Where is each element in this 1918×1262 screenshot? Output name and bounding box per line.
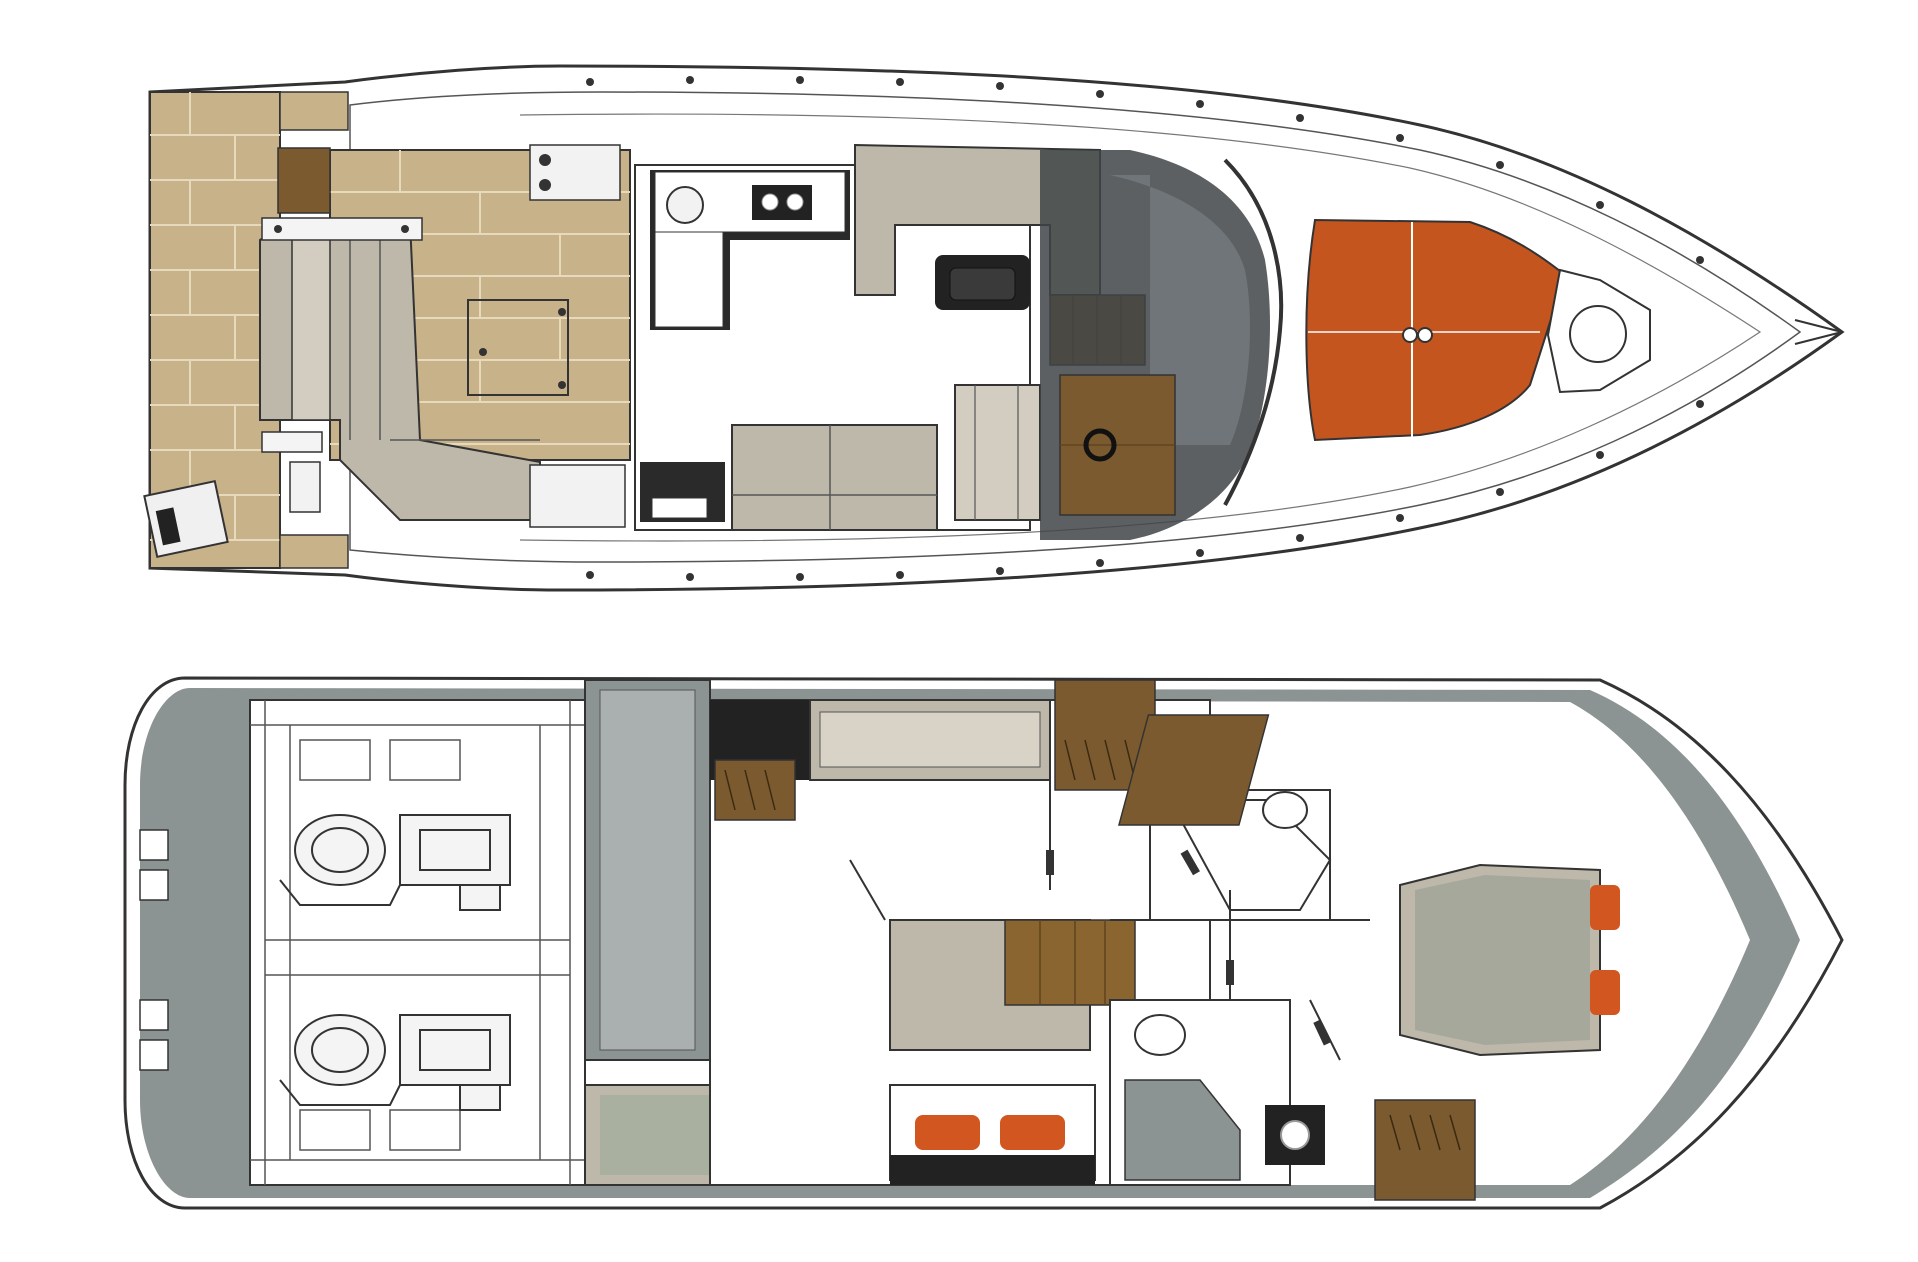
helm-console — [1110, 175, 1250, 445]
engine-port — [279, 814, 511, 911]
berth-cushion-right — [1000, 1115, 1065, 1150]
engine-room-grid — [250, 700, 585, 1185]
lower-wood-panel-2 — [1054, 679, 1156, 791]
bow-sunpad — [1305, 218, 1567, 442]
transom-locker — [277, 147, 331, 214]
galley-sink — [666, 186, 704, 224]
windshield — [1223, 158, 1284, 506]
lower-hull-lining — [140, 688, 1800, 1198]
v-berth-cushion — [1415, 875, 1590, 1045]
transom-step — [279, 91, 349, 131]
v-berth-pillow-top — [1590, 885, 1620, 930]
swim-ladder — [143, 480, 229, 558]
helm-wheel — [1083, 428, 1117, 462]
cockpit-sink — [289, 461, 321, 513]
transom-step-lower — [279, 534, 349, 569]
saloon-sofa — [731, 424, 938, 531]
main-deck-plan — [143, 64, 1845, 592]
v-berth-pillow-bottom — [1590, 970, 1620, 1015]
cockpit-sofa-backrest — [291, 237, 331, 421]
forward-wood-panel-1 — [1117, 714, 1270, 826]
engine-starboard — [279, 1014, 511, 1111]
bow-pulpit — [1794, 319, 1843, 345]
transom-boxes — [139, 829, 169, 1071]
sofa-seams — [349, 240, 540, 441]
door-handles — [1046, 849, 1332, 1046]
sofa-top-bar — [261, 217, 423, 241]
mid-cabin-steps — [1004, 919, 1136, 1006]
mid-berth-base — [890, 1155, 1095, 1185]
aft-head-toilet — [1134, 1014, 1186, 1056]
lower-wood-panel-1 — [714, 759, 796, 821]
lower-deck-plan — [123, 676, 1844, 1210]
dinette-table-top — [949, 267, 1016, 301]
galley-counter-side — [654, 231, 724, 328]
deck-cleats — [586, 76, 1704, 581]
berth-cushion-left — [915, 1115, 980, 1150]
saloon-armchair — [954, 384, 1041, 521]
forward-wood-panel-2 — [1374, 1099, 1476, 1201]
aft-head-shower — [1124, 1079, 1241, 1181]
cockpit-hatch — [467, 299, 569, 396]
cockpit-grill — [529, 464, 626, 528]
sofa-bottom-bar — [261, 431, 323, 453]
cockpit-wetbar — [529, 144, 621, 201]
main-deck-gunwale — [349, 91, 1802, 563]
